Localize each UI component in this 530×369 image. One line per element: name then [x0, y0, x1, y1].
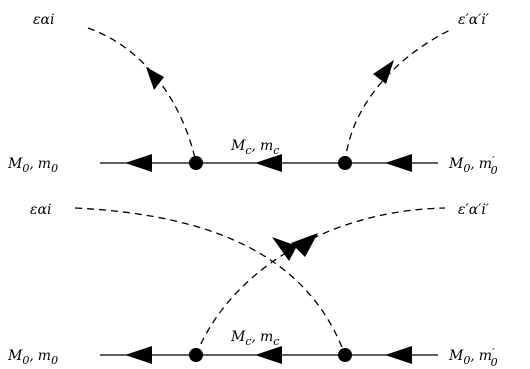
- bottom-left-state-label: M0,m0: [7, 348, 58, 367]
- bottom-outgoing-photon-arrow: [291, 233, 318, 257]
- top-fermion-arrow-right: [385, 154, 412, 172]
- top-outgoing-photon-label: ε′α′i′: [458, 12, 490, 28]
- bottom-incoming-photon-label: εαi: [30, 202, 51, 218]
- bottom-vertex-left: [189, 348, 203, 362]
- bottom-incoming-photon-line: [74, 207, 346, 356]
- bottom-right-state-label: M0,m′0: [448, 346, 498, 369]
- top-left-state-label: M0,m0: [7, 156, 58, 175]
- bottom-fermion-arrow-left: [125, 346, 152, 364]
- top-fermion-arrow-left: [125, 154, 152, 172]
- top-right-state-label: M0,m′0: [448, 154, 498, 177]
- top-incoming-photon-line: [87, 27, 197, 164]
- top-fermion-arrow-mid: [255, 154, 282, 172]
- top-mid-state-label: Mc,mc: [230, 138, 279, 157]
- bottom-diagram: εαi ε′α′i′ M0,m0 Mc,mc M0,m′0: [7, 202, 498, 369]
- bottom-incoming-photon-arrow: [272, 237, 297, 261]
- bottom-fermion-arrow-mid: [255, 346, 282, 364]
- top-incoming-photon-label: εαi: [33, 12, 54, 28]
- top-vertex-left: [189, 156, 203, 170]
- bottom-outgoing-photon-label: ε′α′i′: [458, 202, 490, 218]
- top-outgoing-photon-arrow: [373, 60, 394, 84]
- bottom-vertex-right: [338, 348, 352, 362]
- top-vertex-right: [338, 156, 352, 170]
- top-outgoing-photon-line: [344, 29, 451, 164]
- bottom-mid-state-label: Mc,mc: [230, 329, 279, 348]
- top-incoming-photon-arrow: [146, 67, 164, 90]
- bottom-fermion-arrow-right: [385, 346, 412, 364]
- top-diagram: εαi ε′α′i′ M0,m0 Mc,mc M0,m′0: [7, 12, 498, 177]
